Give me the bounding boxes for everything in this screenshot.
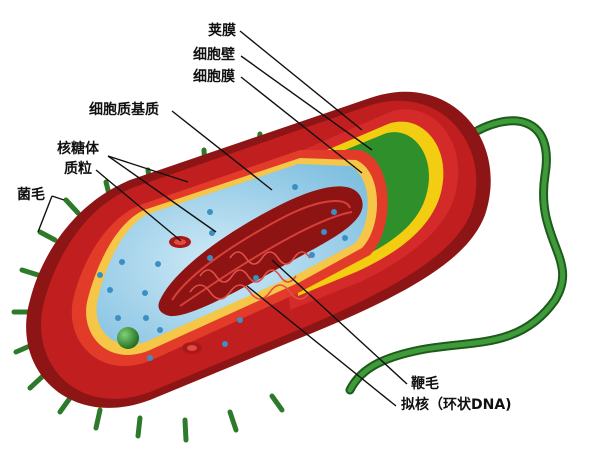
plasmid [169, 236, 202, 354]
label-capsule: 荚膜 [208, 23, 236, 39]
nucleoid [158, 186, 363, 317]
label-plasmid: 质粒 [64, 161, 92, 177]
ribosomes [97, 184, 348, 361]
label-cell-wall: 细胞壁 [193, 47, 235, 63]
label-cell-membrane: 细胞膜 [193, 69, 235, 85]
leader-lines [37, 30, 408, 407]
label-ribosome: 核糖体 [57, 141, 99, 157]
label-cytoplasm: 细胞质基质 [89, 102, 159, 118]
label-nucleoid: 拟核（环状DNA) [401, 397, 512, 413]
label-pili: 菌毛 [17, 187, 45, 203]
granule [117, 327, 139, 349]
label-flagellum: 鞭毛 [411, 376, 439, 392]
